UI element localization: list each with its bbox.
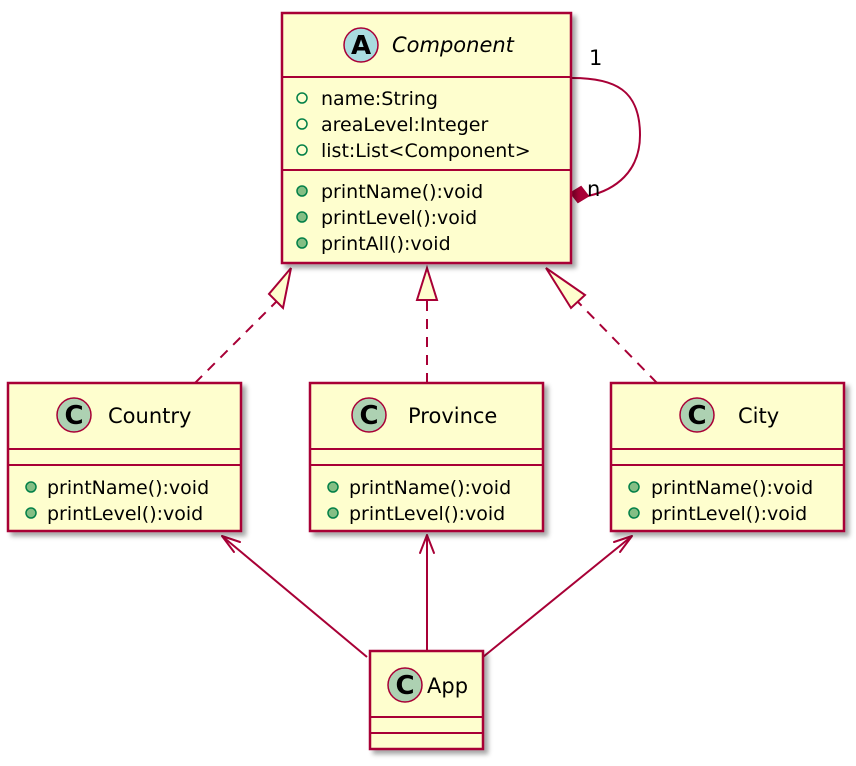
composition-diamond-icon xyxy=(569,185,590,204)
method: printName():void xyxy=(651,477,813,499)
attribute-list: name:String areaLevel:Integer list:List<… xyxy=(296,88,531,162)
class-city[interactable]: C City printName():void printLevel():voi… xyxy=(609,381,846,533)
realization-edge-city xyxy=(577,301,658,384)
self-composition-edge xyxy=(571,77,642,197)
class-name: City xyxy=(738,404,779,428)
public-method-icon xyxy=(628,481,640,493)
class-badge-letter: C xyxy=(359,401,378,431)
public-method-icon xyxy=(296,185,308,197)
arrowhead-icon xyxy=(613,535,633,553)
realization-arrowhead-icon xyxy=(545,267,587,310)
public-method-icon xyxy=(296,237,308,249)
realization-edge-country xyxy=(194,301,277,384)
class-badge-letter: C xyxy=(64,401,83,431)
method: printAll():void xyxy=(321,233,451,255)
method: printName():void xyxy=(349,477,511,499)
method: printLevel():void xyxy=(349,503,505,525)
class-box xyxy=(308,381,545,533)
class-component[interactable]: A Component name:String areaLevel:Intege… xyxy=(280,11,573,265)
public-method-icon xyxy=(327,481,339,493)
method: printLevel():void xyxy=(47,503,203,525)
abstract-badge-icon xyxy=(343,27,379,63)
method: printLevel():void xyxy=(651,503,807,525)
class-badge-letter: C xyxy=(395,671,414,701)
method-list: printName():void printLevel():void print… xyxy=(296,181,483,255)
method: printName():void xyxy=(47,477,209,499)
connectors xyxy=(194,77,658,658)
realization-arrowhead-icon xyxy=(415,264,439,301)
class-box xyxy=(609,381,846,533)
class-name: Component xyxy=(392,33,515,57)
public-method-icon xyxy=(628,507,640,519)
attribute: name:String xyxy=(321,88,438,110)
public-field-icon xyxy=(296,118,308,130)
attribute: areaLevel:Integer xyxy=(321,114,488,136)
public-field-icon xyxy=(296,144,308,156)
class-country[interactable]: C Country printName():void printLevel():… xyxy=(6,381,243,533)
class-badge-icon xyxy=(679,397,715,433)
public-method-icon xyxy=(296,211,308,223)
arrowhead-icon xyxy=(221,535,241,553)
class-box xyxy=(280,11,573,265)
class-badge-icon xyxy=(56,397,92,433)
method: printLevel():void xyxy=(321,207,477,229)
class-badge-icon xyxy=(351,397,387,433)
class-badge-letter: C xyxy=(687,401,706,431)
multiplicity-one: 1 xyxy=(589,46,602,70)
multiplicity-n: n xyxy=(587,177,600,201)
realization-arrowhead-icon xyxy=(267,267,292,311)
abstract-badge-letter: A xyxy=(351,31,371,61)
class-box xyxy=(368,649,485,751)
public-field-icon xyxy=(296,92,308,104)
class-name: App xyxy=(427,674,468,698)
class-name: Province xyxy=(408,404,497,428)
class-name: Country xyxy=(108,404,191,428)
public-method-icon xyxy=(25,481,37,493)
association-edge-app-country xyxy=(221,535,368,658)
public-method-icon xyxy=(327,507,339,519)
class-badge-icon xyxy=(387,667,423,703)
class-box xyxy=(6,381,243,533)
association-edge-app-city xyxy=(482,535,633,658)
arrowhead-icon xyxy=(419,534,435,554)
attribute: list:List<Component> xyxy=(321,140,531,162)
class-province[interactable]: C Province printName():void printLevel()… xyxy=(308,381,545,533)
public-method-icon xyxy=(25,507,37,519)
method: printName():void xyxy=(321,181,483,203)
class-app[interactable]: C App xyxy=(368,649,485,751)
